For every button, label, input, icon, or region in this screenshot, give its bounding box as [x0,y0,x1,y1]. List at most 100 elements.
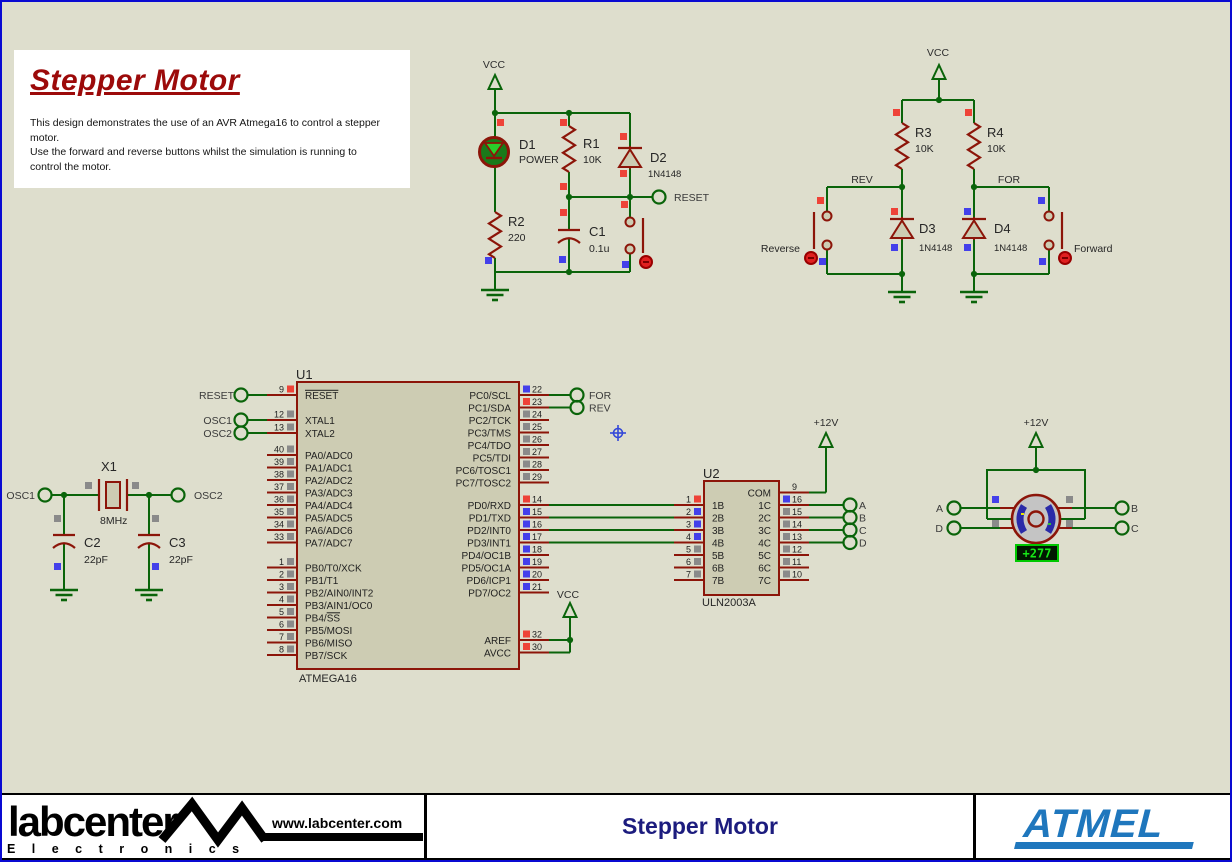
d3-ref: D3 [919,221,936,236]
pin-name: PD6/ICP1 [467,576,512,587]
pin-number: 14 [792,520,802,530]
reset-terminal-label-u1: RESET [199,390,235,402]
logic-state-square [783,558,790,565]
crystal-icon [97,479,129,511]
pin-name: PC3/TMS [468,428,512,439]
capacitor-c1-icon [557,228,581,244]
reset-button[interactable] [624,216,653,269]
r4-ref: R4 [987,125,1004,140]
junction-dot [565,268,573,276]
pin-name: AVCC [484,648,511,659]
logic-state-square [523,398,530,405]
pin-number: 20 [532,570,542,580]
pin-number: 2 [686,507,691,517]
pin-name: PB3/AIN1/OC0 [305,601,373,612]
pin-name: 3C [758,526,771,537]
u2-chip-body [703,480,780,596]
reverse-button-label: Reverse [761,243,800,255]
logic-state-square [694,508,701,515]
pin-number: 39 [274,457,284,467]
logic-state-square [54,515,61,522]
logic-state-square [287,423,294,431]
pin-number: 28 [532,460,542,470]
osc2-terminal-label-left: OSC2 [194,490,223,502]
vcc-label-buttons: VCC [927,47,950,59]
labcenter-logo: labcenter www.labcenter.com E l e c t r … [2,795,427,858]
pin-name: 1B [712,501,725,512]
pin-name: XTAL1 [305,416,335,427]
pin-number: 9 [792,482,797,492]
pin-name: PB4/SS [305,613,340,624]
labcenter-brand-text: labcenter [8,798,178,845]
power-arrow-icon [561,600,579,618]
junction-dot [970,183,978,191]
uln-out-c-label: C [859,525,867,537]
terminal-icon [37,487,53,503]
motor-b-label: B [1131,503,1138,515]
forward-button-label: Forward [1074,243,1113,255]
vcc-label-avcc: VCC [557,589,580,601]
pin-name: PD0/RXD [468,501,511,512]
pin-name: PB5/MOSI [305,626,352,637]
ground-icon [888,274,916,304]
pin-name: PD3/INT1 [467,538,511,549]
pin-name: PD1/TXD [469,513,511,524]
junction-dot [566,636,574,644]
reverse-button[interactable] [804,210,833,265]
logic-state-square [152,563,159,570]
stepper-motor-icon [1000,493,1072,545]
logic-state-square [560,119,567,126]
pin-number: 27 [532,447,542,457]
logic-state-square [523,410,530,418]
logic-state-square [287,608,294,615]
pin-number: 3 [279,582,284,592]
atmel-swoosh [1014,841,1194,849]
logic-state-square [523,520,530,528]
pin: 44B [674,532,725,549]
pin-number: 4 [279,595,284,605]
terminal-icon [651,189,667,205]
logic-state-square [694,558,701,565]
pin-number: 38 [274,470,284,480]
logic-state-square [85,482,92,489]
r3-value: 10K [915,143,934,155]
junction-dot [970,270,978,278]
logic-state-square [992,520,999,527]
terminal-icon [842,534,858,551]
component-symbols [37,62,1130,618]
c1-value: 0.1u [589,243,610,255]
d2-value: 1N4148 [648,169,681,180]
logic-state-square [485,257,492,264]
pin-number: 8 [279,645,284,655]
pin-name: COM [748,488,771,499]
c2-value: 22pF [84,554,108,566]
terminal-icon [1114,500,1130,516]
pin: 11B [674,495,725,512]
pin-name: XTAL2 [305,429,335,440]
forward-button[interactable] [1043,210,1072,265]
pin-number: 15 [532,507,542,517]
pin-number: 19 [532,557,542,567]
description-line-1: This design demonstrates the use of an A… [30,117,381,144]
resistor-r3-icon [893,122,911,170]
pin-name: PA0/ADC0 [305,451,353,462]
capacitor-c2-icon [52,533,76,549]
logic-state-square [523,460,530,468]
labcenter-mountains-icon [158,796,269,848]
power-arrow-icon [930,62,948,80]
terminal-icon [1114,520,1130,536]
junction-dot [626,193,634,201]
logic-state-square [523,385,530,393]
osc1-terminal-label-u1: OSC1 [203,415,232,427]
pin-number: 36 [274,495,284,505]
pin-name: PC4/TDO [468,441,512,452]
